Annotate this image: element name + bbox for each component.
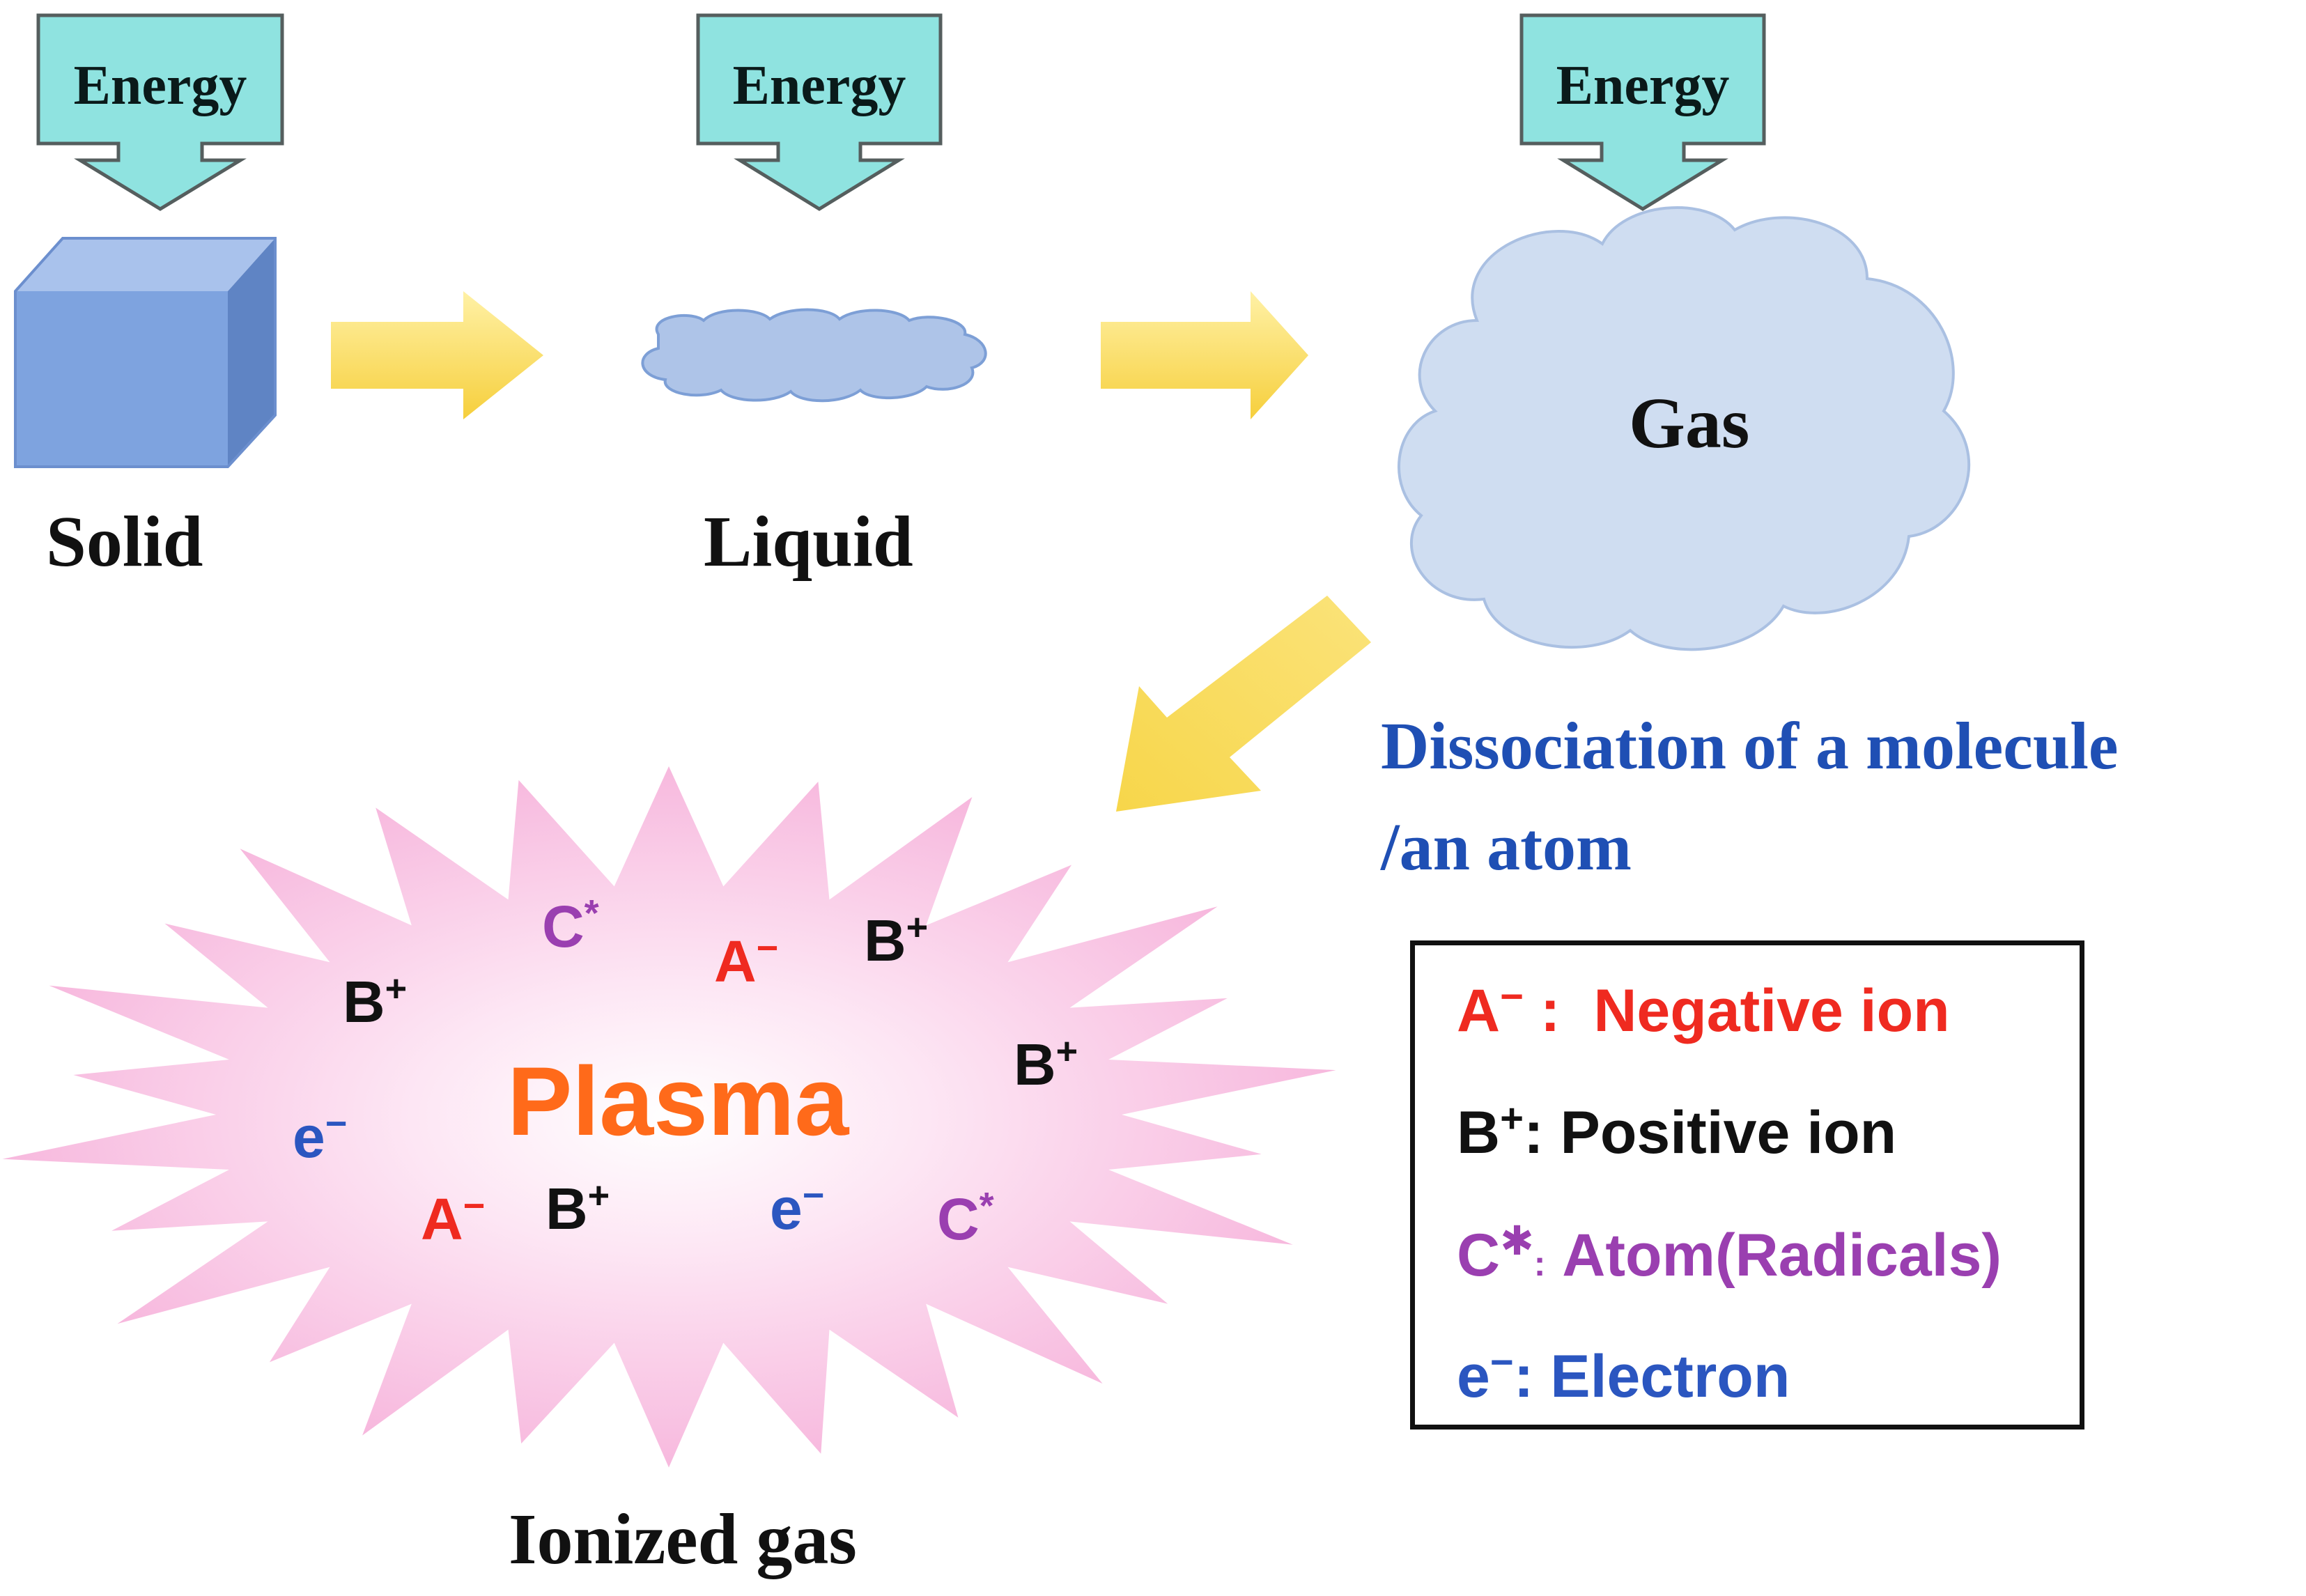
particle-negative-ion: A− [421, 1185, 486, 1252]
block-arrow-right-icon [331, 291, 543, 419]
particle-positive-ion: B+ [545, 1175, 610, 1241]
energy-callout-3 [1519, 13, 1766, 211]
dissociation-line-1: Dissociation of a molecule [1381, 708, 2119, 783]
particle-negative-ion: A− [714, 927, 779, 994]
plasma-title: Plasma [507, 1046, 849, 1156]
cloud-icon [1398, 206, 1970, 651]
dissociation-line-2: /an atom [1381, 809, 1632, 884]
energy-label-1: Energy [73, 55, 247, 116]
legend-row-electron: e−: Electron [1457, 1340, 1790, 1410]
solid-label: Solid [46, 502, 203, 582]
energy-label-2: Energy [732, 55, 906, 116]
gas-label: Gas [1629, 383, 1750, 463]
starburst-icon [2, 766, 1336, 1468]
energy-arrow-icon [696, 13, 943, 211]
particle-electron: e− [293, 1103, 348, 1170]
legend-row-negative-ion: A− : Negative ion [1457, 974, 1950, 1044]
legend: A− : Negative ion B+: Positive ion C✱: A… [1410, 940, 2084, 1430]
energy-callout-2 [696, 13, 943, 211]
legend-row-positive-ion: B+: Positive ion [1457, 1096, 1897, 1166]
energy-callout-1 [36, 13, 284, 211]
legend-row-radical: C✱: Atom(Radicals) [1457, 1218, 2002, 1289]
ionized-gas-caption: Ionized gas [509, 1499, 857, 1579]
energy-arrow-icon [1519, 13, 1766, 211]
particle-positive-ion: B+ [1014, 1030, 1078, 1097]
cube-icon [14, 237, 277, 468]
liquid-blob-icon [641, 308, 987, 403]
energy-label-3: Energy [1556, 55, 1730, 116]
block-arrow-diagonal-icon [1116, 596, 1371, 812]
energy-arrow-icon [36, 13, 284, 211]
particle-positive-ion: B+ [343, 968, 408, 1035]
particle-radical: C* [542, 892, 599, 959]
particle-positive-ion: B+ [864, 906, 929, 973]
particle-radical: C* [937, 1185, 994, 1252]
liquid-label: Liquid [704, 502, 913, 582]
block-arrow-right-icon [1101, 291, 1308, 419]
particle-electron: e− [770, 1175, 825, 1241]
